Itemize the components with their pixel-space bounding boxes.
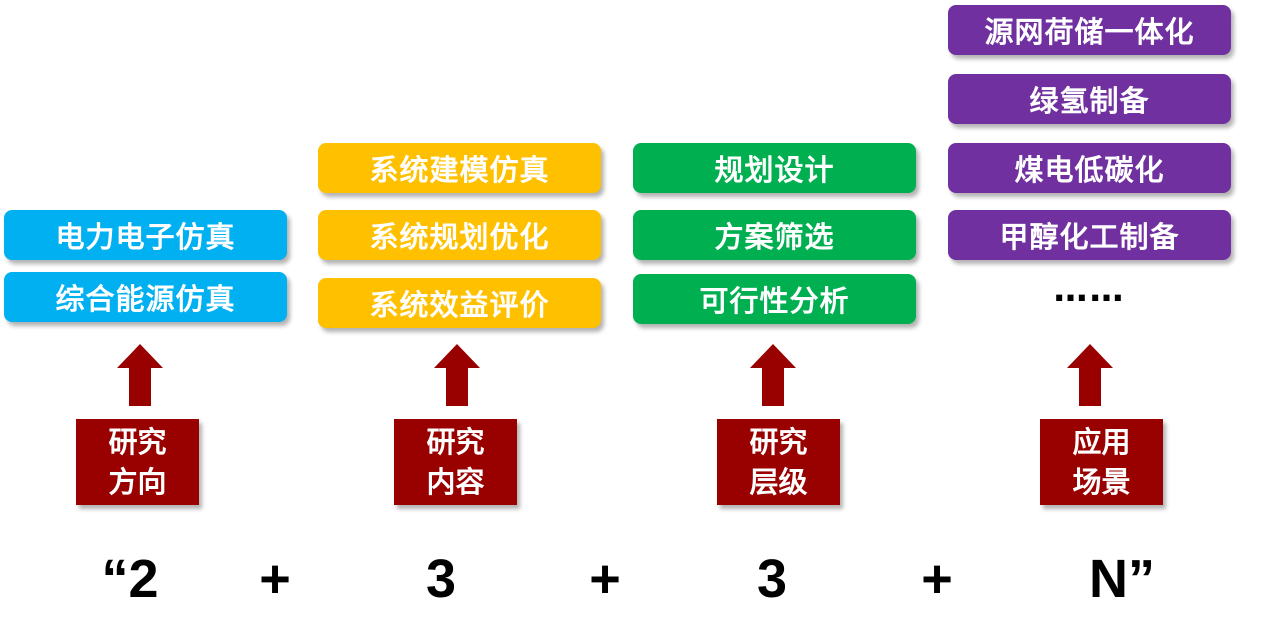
label-line: 应用 <box>1072 425 1131 459</box>
more-ellipsis: …… <box>1053 270 1126 310</box>
formula-plus: + <box>589 549 621 609</box>
label-application-scenario: 应用场景 <box>1040 419 1163 505</box>
label-line: 研究 <box>749 425 808 459</box>
formula-plus: + <box>921 549 953 609</box>
level-item: 方案筛选 <box>633 210 916 260</box>
label-line: 层级 <box>749 465 808 499</box>
up-arrow-icon <box>1067 344 1113 406</box>
level-item: 规划设计 <box>633 143 916 193</box>
up-arrow-icon <box>117 344 163 406</box>
label-research-content: 研究内容 <box>394 419 517 505</box>
scenario-item: 源网荷储一体化 <box>948 5 1231 55</box>
label-line: 研究 <box>108 425 167 459</box>
label-line: 方向 <box>108 465 167 499</box>
scenario-item: 煤电低碳化 <box>948 143 1231 193</box>
level-item: 可行性分析 <box>633 274 916 324</box>
up-arrow-icon <box>434 344 480 406</box>
label-research-direction: 研究方向 <box>76 419 199 505</box>
content-item: 系统建模仿真 <box>318 143 601 193</box>
content-item: 系统规划优化 <box>318 210 601 260</box>
content-item: 系统效益评价 <box>318 278 601 328</box>
formula-term: “2 <box>101 549 159 609</box>
scenario-item: 绿氢制备 <box>948 74 1231 124</box>
formula-term: 3 <box>756 549 788 609</box>
label-line: 内容 <box>426 465 485 499</box>
label-line: 场景 <box>1072 465 1131 499</box>
formula-plus: + <box>259 549 291 609</box>
up-arrow-icon <box>750 344 796 406</box>
label-research-level: 研究层级 <box>717 419 840 505</box>
formula-term: 3 <box>425 549 457 609</box>
formula-term: N” <box>1089 549 1155 609</box>
direction-item: 电力电子仿真 <box>4 210 287 260</box>
scenario-item: 甲醇化工制备 <box>948 210 1231 260</box>
direction-item: 综合能源仿真 <box>4 272 287 322</box>
label-line: 研究 <box>426 425 485 459</box>
